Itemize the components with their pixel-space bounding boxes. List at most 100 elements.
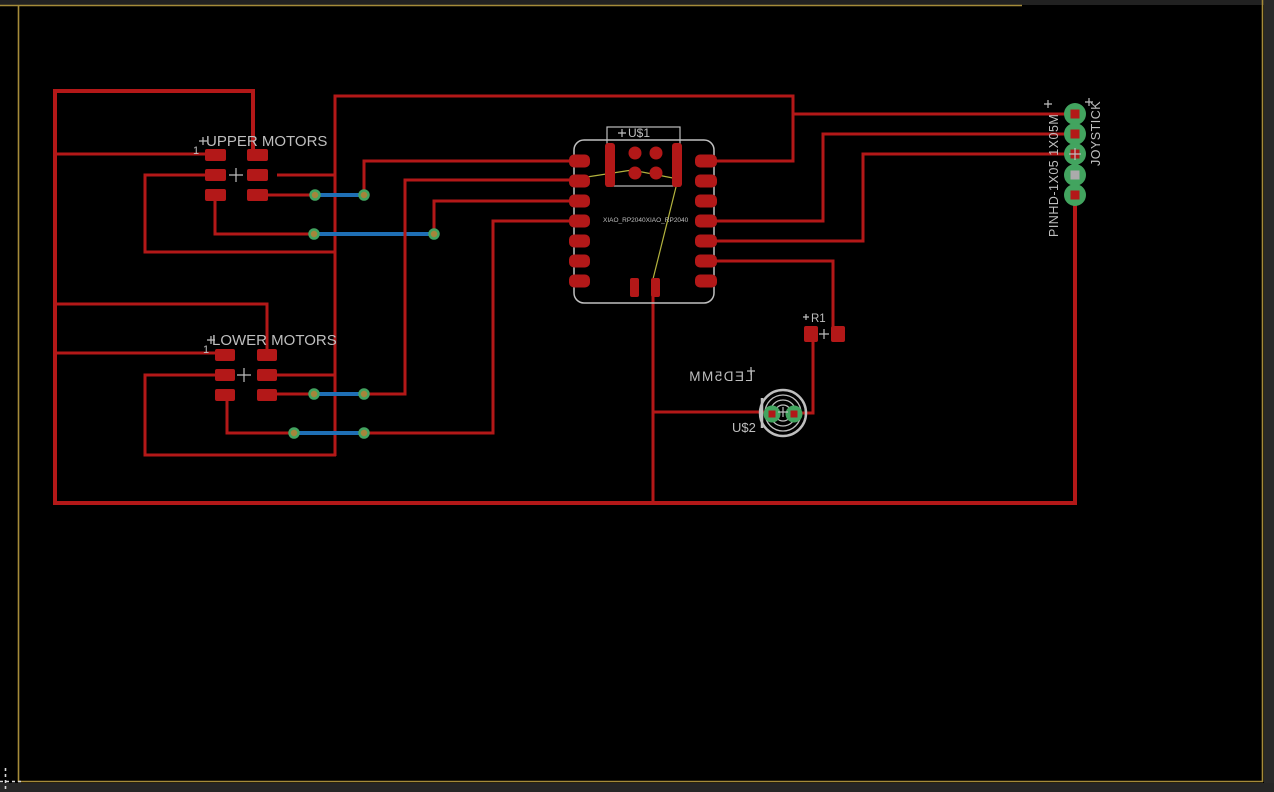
pin-pad-right[interactable] xyxy=(695,154,717,168)
drill-hole xyxy=(1070,170,1080,180)
pin-pad-right[interactable] xyxy=(695,234,717,248)
component-label[interactable]: LOWER MOTORS xyxy=(212,332,337,349)
trace-upper-inner-loop[interactable] xyxy=(143,173,336,254)
pin-pad-right[interactable] xyxy=(695,194,717,208)
net-joystick-pad2[interactable] xyxy=(717,132,1075,223)
via[interactable] xyxy=(428,228,440,240)
net-upper-motor-b[interactable] xyxy=(213,199,570,240)
trace-mcu-r6-resistor[interactable] xyxy=(717,259,835,334)
pad[interactable] xyxy=(257,349,277,361)
pad[interactable] xyxy=(247,149,268,161)
pad[interactable] xyxy=(205,149,226,161)
pad[interactable] xyxy=(215,349,235,361)
refdes-label[interactable]: U$2 xyxy=(732,420,756,435)
usb-shield-pad[interactable] xyxy=(605,143,615,187)
pad[interactable] xyxy=(831,326,845,342)
component-origin-cross xyxy=(819,329,829,339)
via[interactable] xyxy=(308,228,320,240)
airwire[interactable] xyxy=(651,178,679,284)
name-origin-cross xyxy=(1085,98,1093,106)
package-label-vertical[interactable]: PINHD-1X05 1X05M xyxy=(1047,114,1061,237)
net-joystick-pad3[interactable] xyxy=(717,152,1075,243)
pin-pad-left[interactable] xyxy=(569,274,590,288)
pad[interactable] xyxy=(205,189,226,201)
component-lower-motors[interactable]: LOWER MOTORS 1 xyxy=(203,332,337,401)
pad[interactable] xyxy=(205,169,226,181)
net-upper-motor-a[interactable] xyxy=(268,159,570,201)
trace-stub[interactable] xyxy=(213,200,314,236)
pin-pad-left[interactable] xyxy=(569,194,590,208)
via[interactable] xyxy=(288,427,300,439)
trace-to-mcu-l3[interactable] xyxy=(432,199,570,234)
component-resistor-r1[interactable]: R1 xyxy=(803,313,845,342)
trace-to-mcu-l4[interactable] xyxy=(364,219,570,435)
pad[interactable] xyxy=(804,326,818,342)
led-outline xyxy=(758,388,808,438)
usb-pad[interactable] xyxy=(628,146,642,160)
drill-hole xyxy=(1070,109,1080,119)
trace-lower-row1-right[interactable] xyxy=(55,302,269,356)
trace-left-bottom-rail[interactable] xyxy=(53,89,1077,505)
trace-mcu-r5-joystick3[interactable] xyxy=(717,152,1075,243)
pad[interactable] xyxy=(247,169,268,181)
pin-pad-right[interactable] xyxy=(695,214,717,228)
component-joystick-header[interactable]: PINHD-1X05 1X05M JOYSTICK xyxy=(1044,98,1103,237)
via[interactable] xyxy=(308,388,320,400)
component-origin-cross xyxy=(229,168,243,182)
pin-pad-right[interactable] xyxy=(695,174,717,188)
trace-lower-inner-loop[interactable] xyxy=(143,373,336,457)
pin-pad-left[interactable] xyxy=(569,254,590,268)
package-label-mirrored[interactable]: LED5MM xyxy=(688,369,753,384)
component-label[interactable]: UPPER MOTORS xyxy=(206,133,327,150)
trace-top-rail-to-mcu[interactable] xyxy=(333,94,795,456)
via[interactable] xyxy=(309,189,321,201)
net-mcu-resistor[interactable] xyxy=(717,259,835,334)
usb-pad[interactable] xyxy=(628,166,642,180)
pad[interactable] xyxy=(247,189,268,201)
component-mcu-xiao-rp2040[interactable]: U$1 XIAO_RP2040XIAO_RP2040 xyxy=(569,126,717,304)
net-power-rail-left[interactable] xyxy=(53,89,1077,505)
pin-pad-right[interactable] xyxy=(695,254,717,268)
label-origin-cross xyxy=(207,336,215,344)
drill-hole xyxy=(1070,129,1080,139)
pin-pad-left[interactable] xyxy=(569,174,590,188)
net-mcu-led-ground[interactable] xyxy=(651,296,774,503)
via[interactable] xyxy=(358,388,370,400)
usb-pad[interactable] xyxy=(649,146,663,160)
pin-pad-right[interactable] xyxy=(695,274,717,288)
component-led-u2[interactable]: U$2 LED5MM xyxy=(688,367,808,438)
right-margin xyxy=(1264,0,1274,792)
pad[interactable] xyxy=(215,389,235,401)
trace-stub[interactable] xyxy=(225,400,294,435)
refdes-label[interactable]: U$1 xyxy=(628,126,650,140)
drill-hole xyxy=(1070,190,1080,200)
top-margin xyxy=(0,0,1274,5)
name-label-vertical[interactable]: JOYSTICK xyxy=(1089,101,1103,166)
usb-pad[interactable] xyxy=(649,166,663,180)
bottom-pad[interactable] xyxy=(630,278,639,297)
pad[interactable] xyxy=(215,369,235,381)
pad[interactable] xyxy=(257,369,277,381)
refdes-label[interactable]: R1 xyxy=(811,313,826,325)
component-upper-motors[interactable]: UPPER MOTORS 1 xyxy=(193,133,327,201)
trace-to-mcu-l2[interactable] xyxy=(364,178,570,396)
refdes-origin-cross xyxy=(618,129,626,137)
via[interactable] xyxy=(358,427,370,439)
net-lower-motor-a[interactable] xyxy=(276,178,570,400)
pad[interactable] xyxy=(257,389,277,401)
trace-mcu-r4-joystick2[interactable] xyxy=(717,132,1075,223)
net-rail-center[interactable] xyxy=(143,94,1075,457)
value-label[interactable]: XIAO_RP2040XIAO_RP2040 xyxy=(603,217,689,224)
via[interactable] xyxy=(358,189,370,201)
pin-pad-left[interactable] xyxy=(569,214,590,228)
pin-pad-left[interactable] xyxy=(569,234,590,248)
trace-to-mcu-l1[interactable] xyxy=(362,159,570,195)
bottom-pad[interactable] xyxy=(651,278,660,297)
pin-pad-left[interactable] xyxy=(569,154,590,168)
net-lower-motor-b[interactable] xyxy=(225,219,570,439)
component-origin-cross xyxy=(1069,148,1081,160)
usb-shield-pad[interactable] xyxy=(672,143,682,187)
